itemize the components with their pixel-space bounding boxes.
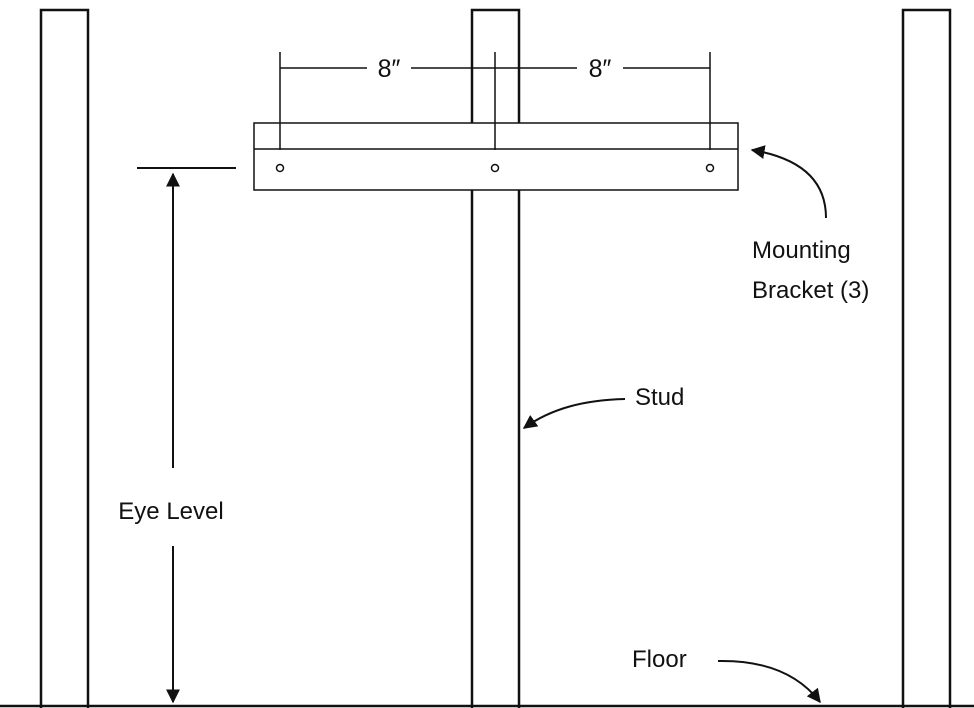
stud-label: Stud — [635, 384, 684, 411]
mounting-bracket-label-line2: Bracket (3) — [752, 277, 869, 304]
left-stud — [39, 8, 90, 708]
floor-label: Floor — [632, 646, 687, 673]
center-stud — [470, 8, 521, 708]
right-stud — [901, 8, 952, 708]
bracket-hole-right — [705, 163, 715, 173]
bracket-hole-center — [490, 163, 500, 173]
mounting-bracket-label-line1: Mounting — [752, 237, 851, 264]
eye-level-label: Eye Level — [118, 498, 223, 525]
bracket-hole-left — [275, 163, 285, 173]
mounting-bracket — [253, 122, 739, 191]
dimension-label-left: 8″ — [378, 55, 401, 83]
stud-callout-arrow — [522, 398, 626, 429]
floor-callout-arrow — [717, 659, 821, 704]
dimension-label-right: 8″ — [589, 55, 612, 83]
bracket-callout-arrow — [750, 145, 827, 219]
